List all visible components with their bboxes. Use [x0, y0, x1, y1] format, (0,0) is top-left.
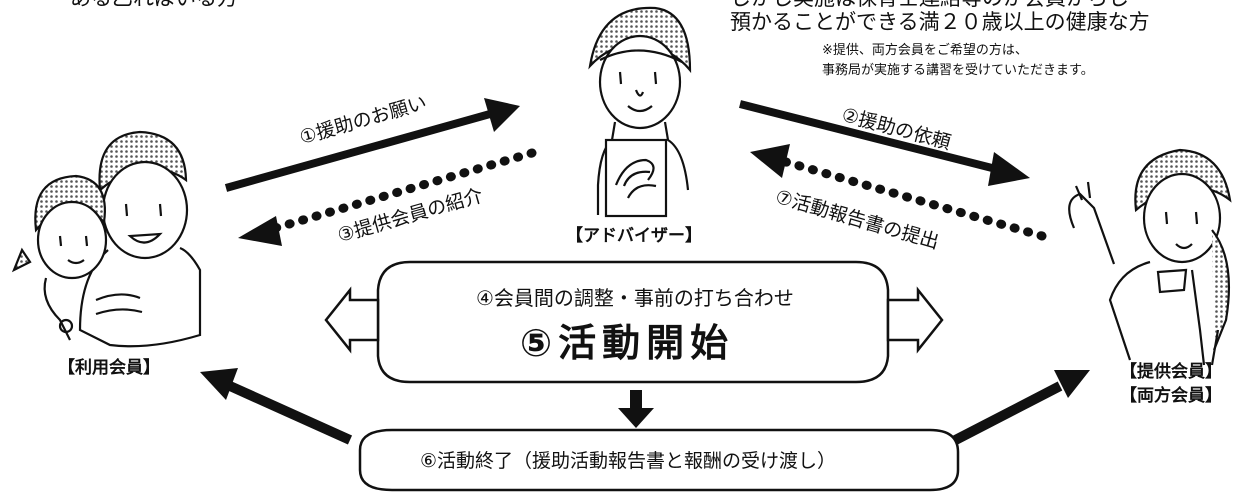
note-line-2: 事務局が実施する講習を受けていただきます。: [822, 63, 1094, 78]
arrow-request: [224, 98, 520, 192]
advisor-role-label: 【アドバイザー】: [566, 226, 702, 246]
end-box: [358, 428, 960, 492]
arrow-end-left: [200, 368, 353, 445]
both-role-label: 【両方会員】: [1120, 386, 1222, 406]
arrow-order: [739, 100, 1030, 186]
header-right-partial: しかし実施は保育士連絡等のか会員からし: [730, 0, 1129, 9]
arrow-end-right: [937, 370, 1090, 453]
arrow-introduce: [238, 148, 537, 246]
provider-figure: [1068, 148, 1232, 366]
advisor-figure: [588, 6, 692, 218]
provider-role-label: 【提供会員】: [1120, 362, 1222, 382]
arrow-down: [618, 390, 654, 428]
note-line-1: ※提供、両方会員をご希望の方は、: [822, 43, 1028, 58]
step-5-label: ⑤活動開始: [520, 321, 735, 365]
user-role-label: 【利用会員】: [58, 358, 160, 378]
activity-box: [324, 260, 944, 384]
step-6-label: ⑥活動終了（援助活動報告書と報酬の受け渡し）: [420, 450, 837, 472]
provider-condition: 預かることができる満２０歳以上の健康な方: [730, 10, 1150, 34]
arrow-report: [750, 144, 1047, 241]
user-figure: [11, 130, 202, 348]
header-left-partial: ある乙ればいる方: [70, 0, 238, 9]
step-4-label: ④会員間の調整・事前の打ち合わせ: [476, 286, 794, 310]
